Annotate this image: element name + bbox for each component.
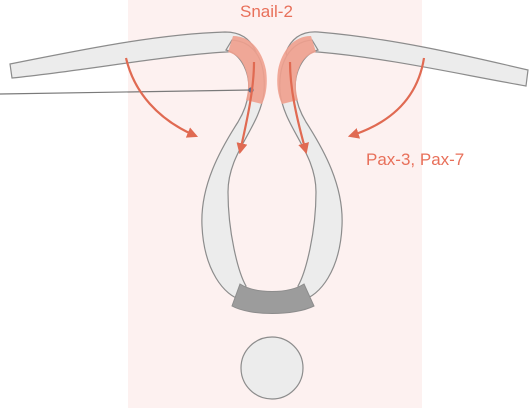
left-outer-arrow xyxy=(126,58,196,136)
floor-plate xyxy=(232,284,314,314)
notochord xyxy=(241,337,303,399)
right-outer-arrow xyxy=(350,58,424,136)
pax-label: Pax-3, Pax-7 xyxy=(366,150,464,170)
pointer-line xyxy=(0,90,251,94)
right-ectoderm xyxy=(286,32,528,86)
left-ectoderm xyxy=(10,32,256,78)
snail-2-label: Snail-2 xyxy=(240,2,293,22)
right-neural-crest-region xyxy=(277,36,316,104)
left-neural-crest-region xyxy=(228,36,267,104)
